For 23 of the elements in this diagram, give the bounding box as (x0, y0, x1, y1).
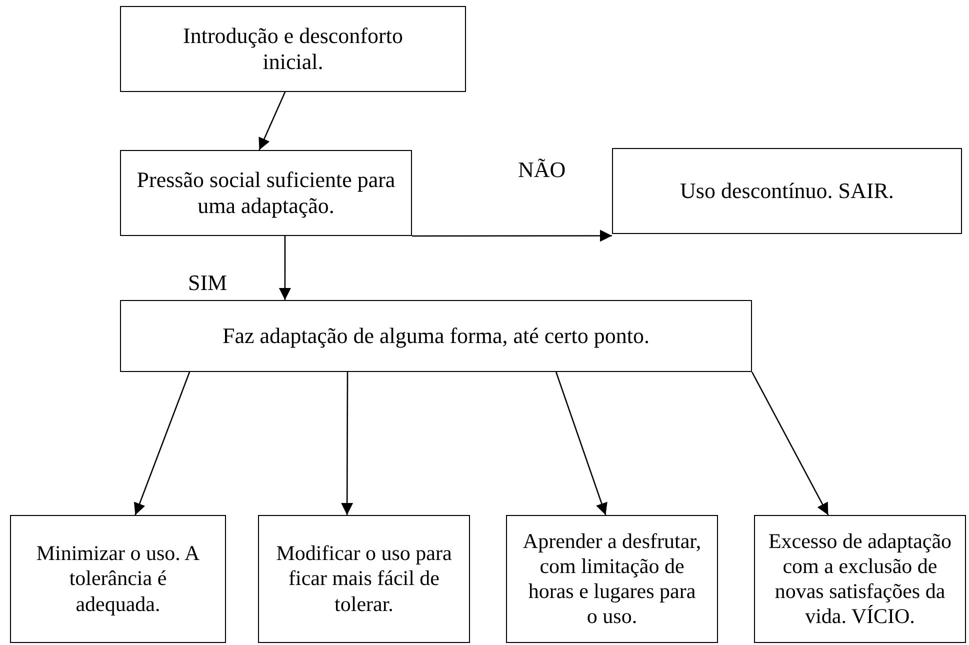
process-box (120, 150, 412, 236)
process-box (506, 515, 718, 643)
box-text: Uso descontínuo. SAIR. (680, 178, 894, 204)
process-box (612, 148, 962, 234)
box-text: Minimizar o uso. A tolerância é adequada. (35, 541, 201, 617)
arrow (341, 372, 354, 515)
process-box (10, 515, 226, 643)
box-text: Faz adaptação de alguma forma, até certo ponto. (222, 322, 650, 350)
box-text: Aprender a desfrutar, com limitação de horas e lugares para o uso. (522, 528, 702, 630)
arrow (278, 236, 291, 300)
process-box (120, 300, 752, 372)
box-text: Modificar o uso para ficar mais fácil de tolerar. (275, 541, 453, 617)
arrow (134, 372, 190, 516)
box-text: Introdução e desconforto inicial. (182, 22, 404, 76)
arrow (412, 230, 612, 242)
process-box (120, 6, 466, 92)
arrow (555, 372, 608, 516)
process-box (754, 515, 966, 643)
arrow (258, 92, 286, 150)
box-text: Pressão social suficiente para uma adaptação. (136, 166, 396, 220)
box-text: Excesso de adaptação com a exclusão de novas satisfações da vida. VÍCIO. (767, 528, 953, 630)
process-box (258, 515, 470, 643)
arrow (751, 372, 829, 516)
